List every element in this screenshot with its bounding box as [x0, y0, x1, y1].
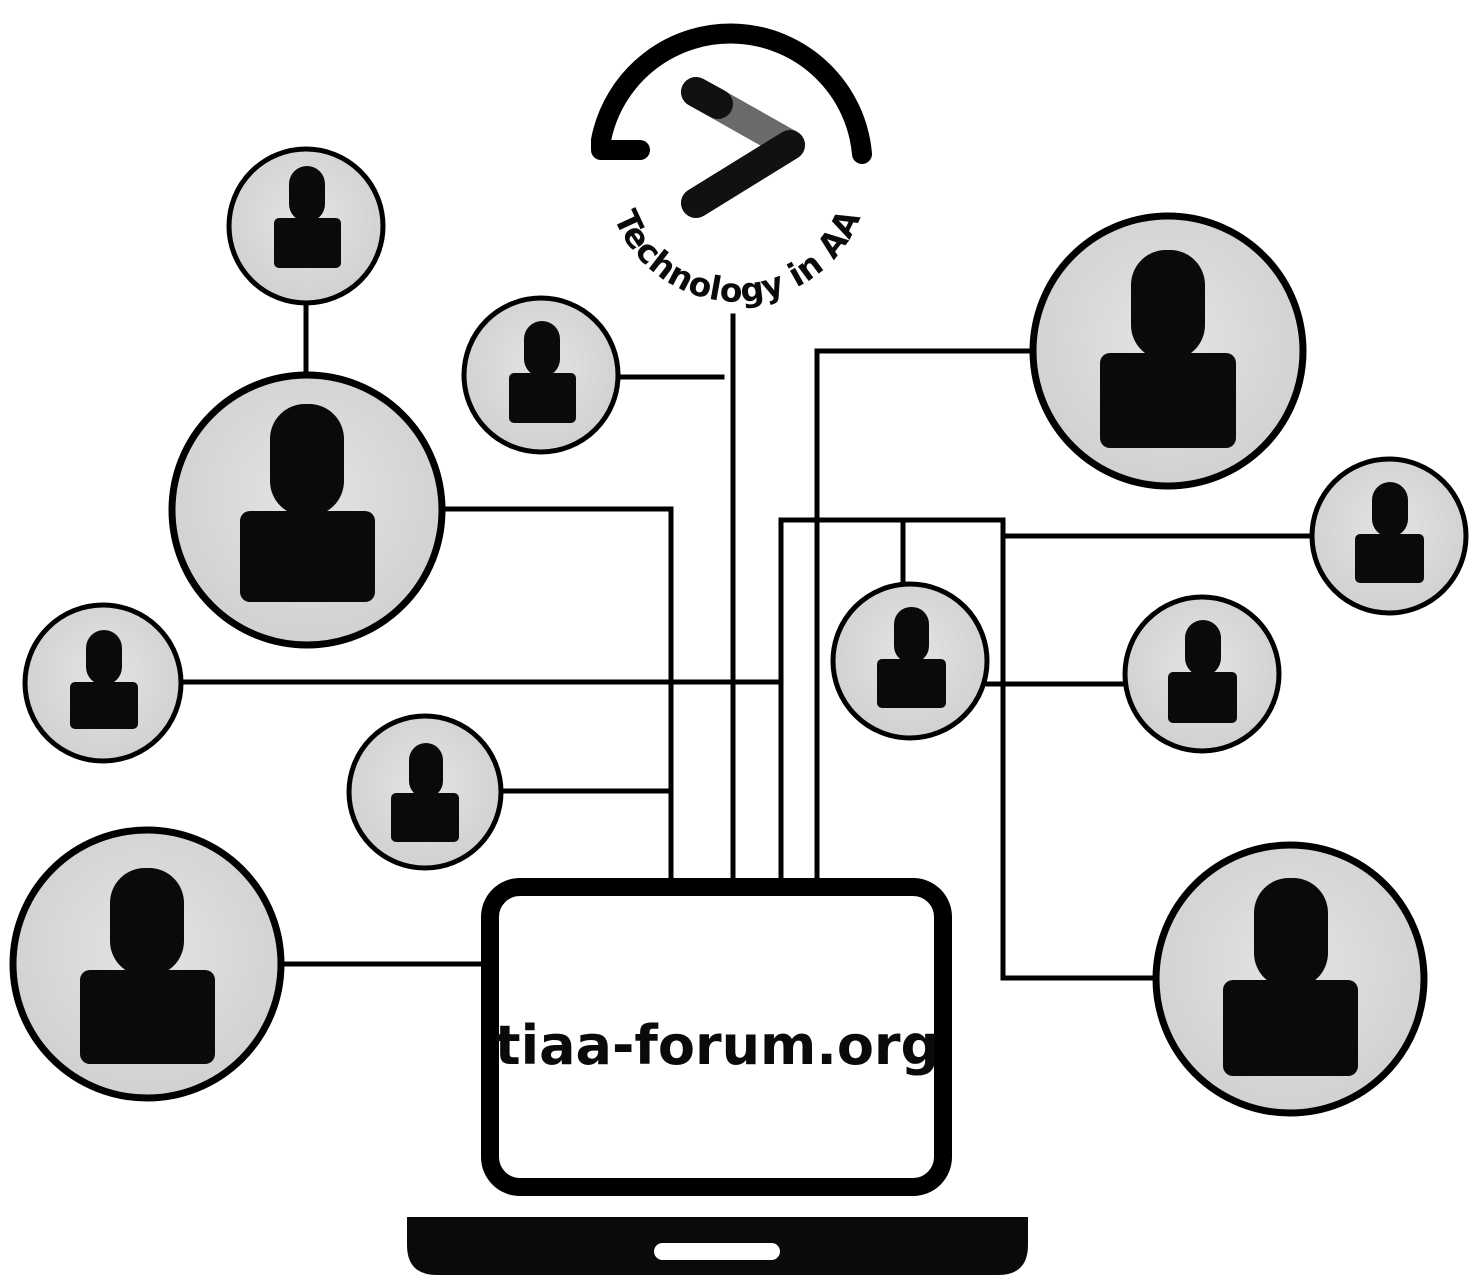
person-node — [226, 146, 386, 306]
laptop-screen — [481, 878, 952, 1196]
laptop-icon: tiaa-forum.org — [407, 878, 1028, 1275]
person-icon — [509, 321, 576, 423]
connection-lines — [180, 293, 1316, 981]
person-node — [1152, 841, 1428, 1117]
person-icon — [1100, 250, 1236, 448]
person-icon — [240, 404, 375, 602]
person-node — [168, 371, 446, 649]
laptop-screen-text: tiaa-forum.org — [495, 1014, 939, 1077]
person-nodes — [9, 146, 1469, 1117]
person-node — [1309, 456, 1469, 616]
person-icon — [80, 868, 215, 1064]
person-icon — [1223, 878, 1358, 1076]
person-icon — [877, 607, 946, 708]
person-node — [22, 602, 184, 764]
logo-text: Technology in AA — [606, 203, 868, 310]
link-line — [437, 506, 674, 881]
person-node — [830, 581, 990, 741]
person-node — [1029, 212, 1307, 490]
person-icon — [70, 630, 138, 729]
person-node — [9, 826, 285, 1102]
person-icon — [1355, 482, 1424, 583]
person-node — [1122, 594, 1282, 754]
play-arrow-icon — [681, 77, 805, 218]
person-node — [346, 713, 504, 871]
technology-in-aa-logo: Technology in AA — [591, 23, 872, 310]
link-line — [814, 348, 1034, 881]
person-icon — [274, 166, 341, 268]
person-node — [461, 295, 621, 455]
logo-ring — [591, 23, 872, 164]
person-icon — [391, 743, 459, 842]
link-line — [778, 517, 1158, 981]
laptop-trackpad-slot — [654, 1243, 780, 1260]
person-icon — [1168, 620, 1237, 723]
